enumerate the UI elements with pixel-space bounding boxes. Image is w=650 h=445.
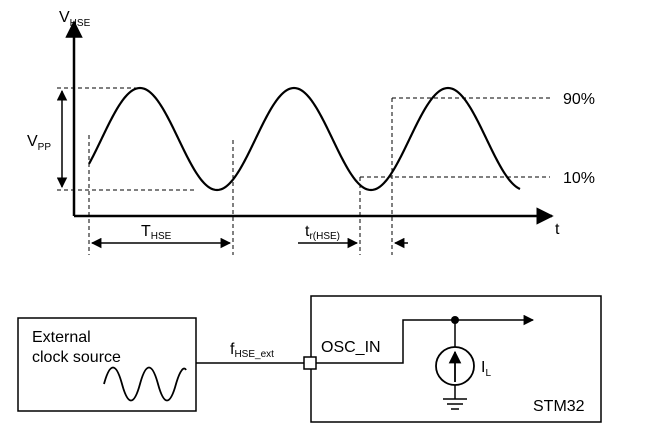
waveform-plot: VHSE t VPP THSE tr(HSE) — [27, 9, 595, 255]
ground-icon — [443, 398, 467, 410]
source-sine-icon — [103, 366, 187, 402]
rise-time-label: tr(HSE) — [305, 223, 340, 242]
stm32-label: STM32 — [533, 398, 585, 415]
external-clock-source-box — [17, 317, 197, 412]
vpp-label: VPP — [27, 133, 51, 153]
internal-wire — [316, 319, 455, 364]
level-10-label: 10% — [563, 170, 595, 187]
source-label-line1: External — [32, 329, 91, 346]
osc-in-pin — [303, 356, 317, 370]
osc-in-label: OSC_IN — [321, 339, 381, 356]
signal-label: fHSE_ext — [230, 341, 274, 360]
x-axis-label: t — [555, 221, 560, 238]
hse-bypass-circuit: External clock source fHSE_ext OSC_IN IL… — [17, 295, 602, 423]
source-label-line2: clock source — [32, 349, 121, 366]
hse-sine-wave — [88, 86, 521, 192]
period-label: THSE — [141, 223, 172, 242]
y-axis-label: VHSE — [59, 9, 91, 29]
level-90-label: 90% — [563, 91, 595, 108]
current-label: IL — [481, 359, 491, 379]
